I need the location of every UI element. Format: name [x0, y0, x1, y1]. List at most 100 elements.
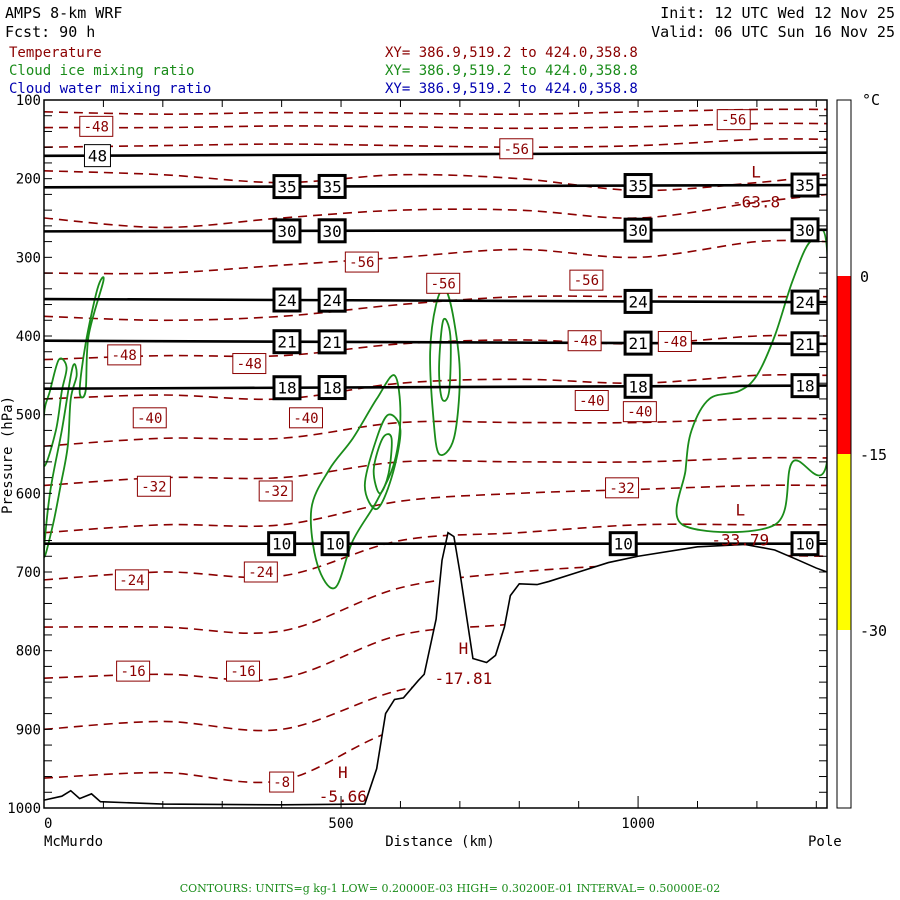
terrain-mask [44, 532, 827, 808]
temperature-label-group: -48 [107, 344, 142, 366]
colorbar-band [837, 454, 851, 630]
temperature-contour [44, 523, 827, 581]
height-label: 24 [277, 291, 296, 310]
height-label-group: 10 [320, 531, 350, 557]
terrain-line [44, 531, 827, 806]
height-label: 35 [277, 178, 296, 197]
temperature-contour [44, 334, 827, 361]
height-label-box [790, 331, 820, 357]
height-label: 21 [277, 333, 296, 352]
height-label-box [790, 172, 820, 198]
x-tick-label: 0 [44, 816, 52, 832]
temperature-label: -40 [579, 394, 604, 410]
height-label: 35 [628, 177, 647, 196]
temperature-label: -24 [119, 573, 144, 589]
height-label-box [272, 375, 302, 401]
temperature-label: -48 [662, 335, 687, 351]
height-line [44, 297, 827, 304]
height-label: 18 [628, 377, 647, 396]
height-label: 10 [795, 535, 814, 554]
height-label: 30 [628, 221, 647, 240]
temperature-label-box [79, 115, 114, 137]
height-line [44, 228, 827, 233]
temperature-contour [44, 193, 827, 229]
temperature-label-box [288, 407, 323, 429]
height-label-box [83, 144, 111, 168]
temperature-label: -48 [112, 348, 137, 364]
temperature-label-box [114, 569, 149, 591]
height-label-group: 35 [272, 174, 302, 200]
x-tick-label: 500 [328, 816, 353, 832]
forecast-hour: Fcst: 90 h [5, 23, 95, 41]
height-label: 10 [272, 535, 291, 554]
cloud-ice-contour [44, 363, 78, 558]
temperature-label: -40 [293, 411, 318, 427]
height-line [44, 339, 827, 346]
xy-temperature: XY= 386.9,519.2 to 424.0,358.8 [385, 45, 638, 61]
x-axis-label: Distance (km) [385, 834, 495, 850]
height-label-box [272, 329, 302, 355]
y-tick-label: 700 [16, 565, 41, 581]
temperature-label-group: -48 [567, 330, 602, 352]
temperature-label: -48 [572, 334, 597, 350]
height-label-box [623, 217, 653, 243]
height-label: 30 [277, 222, 296, 241]
temperature-label-group: -56 [569, 269, 604, 291]
temperature-label-group: -56 [344, 251, 379, 273]
temperature-label-box [622, 401, 657, 423]
x-start-label: McMurdo [44, 834, 103, 850]
extremum-marker: L [735, 501, 745, 520]
temperature-contour [44, 373, 827, 401]
temperature-contour [44, 239, 827, 275]
temperature-contour [44, 417, 827, 447]
height-label: 35 [322, 177, 341, 196]
height-label-group: 18 [272, 375, 302, 401]
height-label-group: 18 [790, 373, 820, 399]
height-label-box [623, 330, 653, 356]
temperature-label-box [605, 477, 640, 499]
extremum-group: H-17.81 [435, 639, 493, 688]
temperature-label-group: -24 [114, 569, 149, 591]
height-label-box [272, 218, 302, 244]
height-label-group: 24 [790, 289, 820, 315]
temperature-label-box [258, 480, 293, 502]
temperature-label-group: -32 [258, 480, 293, 502]
cloud-ice-contour [44, 357, 68, 467]
colorbar-label: 0 [860, 268, 869, 286]
temperature-label-group: -40 [288, 407, 323, 429]
xy-cloud-ice: XY= 386.9,519.2 to 424.0,358.8 [385, 63, 638, 79]
extremum-group: L-33.79 [711, 501, 769, 550]
y-tick-label: 200 [16, 172, 41, 188]
height-label-group: 24 [623, 288, 653, 314]
height-label-group: 30 [790, 217, 820, 243]
height-label: 48 [88, 147, 107, 166]
height-label: 24 [322, 291, 341, 310]
height-label: 10 [325, 535, 344, 554]
temperature-label-box [226, 660, 261, 682]
temperature-label: -56 [721, 113, 746, 129]
height-label-box [317, 218, 347, 244]
temperature-label: -16 [230, 664, 255, 680]
height-label-group: 10 [790, 531, 820, 557]
extremum-value: -63.8 [732, 192, 780, 211]
height-label-group: 35 [790, 172, 820, 198]
temperature-label: -40 [627, 405, 652, 421]
temperature-label: -8 [273, 775, 290, 791]
field-cloud-water: Cloud water mixing ratio [9, 81, 211, 97]
temperature-label: -16 [120, 664, 145, 680]
height-label-group: 24 [317, 287, 347, 313]
temperature-label-box [132, 407, 167, 429]
height-label-box [790, 373, 820, 399]
height-label-box [790, 289, 820, 315]
temperature-label-group: -40 [132, 407, 167, 429]
height-label-box [623, 373, 653, 399]
temperature-label-box [344, 251, 379, 273]
y-tick-label: 800 [16, 644, 41, 660]
temperature-label-group: -16 [116, 660, 151, 682]
extremum-value: -5.66 [319, 787, 367, 806]
temperature-label-group: -32 [605, 477, 640, 499]
temperature-label: -48 [84, 119, 109, 135]
